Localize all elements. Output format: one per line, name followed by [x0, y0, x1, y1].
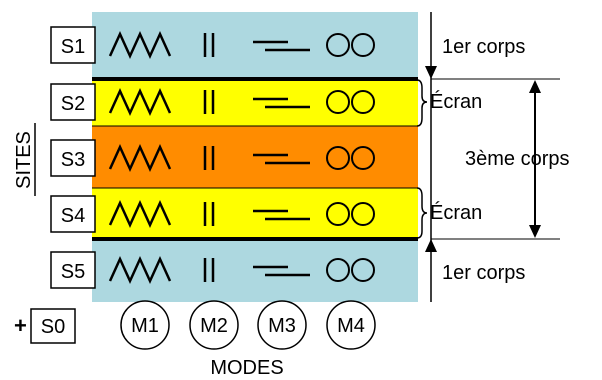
site-box-s5: S5	[50, 251, 96, 289]
mode-circle-m1	[120, 300, 170, 350]
site-box-s1: S1	[50, 26, 96, 64]
site-label-s5: S5	[61, 261, 85, 283]
site-box-s4: S4	[50, 195, 96, 233]
mode-label-m2: M2	[200, 315, 228, 337]
rolling-circle-icon	[326, 146, 350, 170]
mode-symbols-row-1	[108, 30, 375, 60]
site-label-s2: S2	[61, 93, 85, 115]
zigzag-icon	[108, 199, 172, 229]
band-first-body-bottom	[92, 239, 418, 302]
band-screen-top	[92, 79, 418, 126]
first-body-label-top: 1er corps	[442, 36, 525, 58]
rolling-circle-icon	[326, 202, 350, 226]
arrow-up-icon	[425, 239, 437, 252]
site-label-s3: S3	[61, 149, 85, 171]
brace-icon	[416, 187, 428, 239]
site-box-s2: S2	[50, 83, 96, 121]
zigzag-icon	[108, 143, 172, 173]
mode-label-m3: M3	[268, 315, 296, 337]
sites-axis-label: SITES	[13, 131, 35, 189]
modes-axis-label: MODES	[210, 357, 283, 379]
mode-symbols-row-4	[108, 199, 375, 229]
band-third-body-core	[92, 126, 418, 188]
site-box-s3: S3	[50, 139, 96, 177]
zigzag-icon	[108, 87, 172, 117]
mode-circle-m2	[189, 300, 239, 350]
mode-label-m4: M4	[337, 315, 365, 337]
screen-label-top: Écran	[430, 90, 482, 113]
rolling-circle-icon	[326, 33, 350, 57]
rolling-circle-icon	[326, 90, 350, 114]
third-body-label: 3ème corps	[465, 148, 570, 170]
site-box-s0	[30, 308, 76, 344]
zigzag-icon	[108, 30, 172, 60]
mode-symbols-row-5	[108, 255, 375, 285]
arrow-up-icon	[529, 80, 541, 93]
brace-icon	[416, 79, 428, 127]
site-label-s1: S1	[61, 36, 85, 58]
rolling-circle-icon	[326, 258, 350, 282]
mode-circle-m3	[257, 300, 307, 350]
screen-label-bottom: Écran	[430, 201, 482, 224]
mode-circle-m4	[326, 300, 376, 350]
site-label-s4: S4	[61, 205, 85, 227]
band-screen-bottom	[92, 188, 418, 239]
band-first-body-top	[92, 12, 418, 79]
site-label-s0: S0	[41, 316, 65, 338]
mode-symbols-row-2	[108, 87, 375, 117]
s0-plus-sign: +	[14, 313, 27, 338]
first-body-label-bottom: 1er corps	[442, 262, 525, 284]
mode-label-m1: M1	[131, 315, 159, 337]
mode-symbols-row-3	[108, 143, 375, 173]
arrow-down-icon	[529, 225, 541, 238]
zigzag-icon	[108, 255, 172, 285]
arrow-down-icon	[425, 66, 437, 79]
